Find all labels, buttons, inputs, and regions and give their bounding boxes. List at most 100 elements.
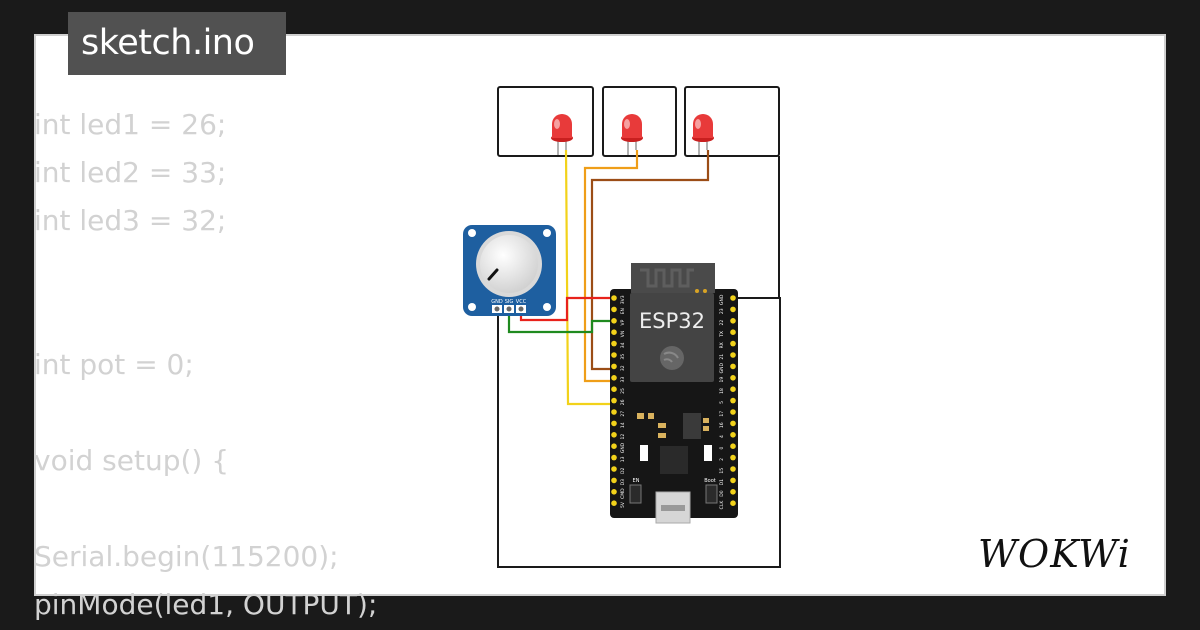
right-header-pin[interactable] (730, 500, 736, 507)
right-header-pin[interactable] (730, 363, 736, 370)
left-pin-label: 34 (620, 342, 626, 348)
left-header-pin[interactable] (611, 363, 617, 370)
potentiometer[interactable]: GND SIG VCC (463, 225, 556, 316)
led-2[interactable] (621, 114, 643, 155)
left-header-pin[interactable] (611, 454, 617, 461)
right-pin-label: 17 (719, 411, 725, 417)
right-pin-label: GND (719, 363, 725, 374)
right-pin-label: 5 (719, 401, 725, 404)
led-1[interactable] (551, 114, 573, 155)
right-pin-label: 15 (719, 468, 725, 474)
wokwi-logo-text: WOKWi (978, 532, 1131, 576)
espressif-logo-icon (660, 346, 684, 370)
left-header-pin[interactable] (611, 489, 617, 495)
right-header-pin[interactable] (730, 295, 736, 301)
en-button[interactable] (629, 484, 642, 504)
right-pin-label: 0 (719, 446, 725, 449)
left-pin-label: CMD (620, 488, 626, 499)
left-pin-label: 14 (620, 422, 626, 428)
left-pin-label: 5V (620, 501, 626, 508)
left-header-pin[interactable] (611, 466, 617, 472)
right-pin-label: GND (719, 294, 725, 305)
en-button-label: EN (633, 478, 640, 484)
left-header-pin[interactable] (611, 477, 617, 484)
right-header-pin[interactable] (730, 477, 736, 484)
pot-pin-label: VCC (516, 299, 527, 305)
left-pin-label: 25 (620, 388, 626, 394)
left-header-pin[interactable] (611, 443, 617, 450)
right-pin-label: 22 (719, 320, 725, 326)
esp32-board[interactable]: ESP32 EN Boot 3V3ENVPVN34353233252627141… (610, 263, 738, 524)
left-header-pin[interactable] (611, 409, 617, 415)
left-pin-label: 12 (620, 434, 626, 440)
right-header-pin[interactable] (730, 466, 736, 472)
right-header-pin[interactable] (730, 386, 736, 393)
left-pin-label: 32 (620, 365, 626, 371)
left-pin-label: 26 (620, 399, 626, 405)
right-header-pin[interactable] (730, 375, 736, 381)
wokwi-logo: WOKWi (978, 532, 1131, 576)
right-header-pin[interactable] (730, 420, 736, 427)
left-header-pin[interactable] (611, 375, 617, 381)
wire-brown (590, 150, 710, 371)
wire-black (497, 86, 781, 568)
left-header-pin[interactable] (611, 340, 617, 347)
left-header-pin[interactable] (611, 306, 617, 313)
right-header-pin[interactable] (730, 443, 736, 450)
left-pin-label: 3V3 (620, 295, 626, 304)
left-header-pin[interactable] (611, 318, 617, 324)
code-line: int led2 = 33; (34, 156, 227, 189)
wire-orange (583, 150, 639, 383)
right-pin-label: 4 (719, 435, 725, 438)
left-header-pin[interactable] (611, 432, 617, 438)
file-name-tab[interactable]: sketch.ino (68, 12, 286, 75)
right-header-pin[interactable] (730, 318, 736, 324)
right-header-pin[interactable] (730, 489, 736, 495)
left-pin-label: 35 (620, 354, 626, 360)
right-header-pin[interactable] (730, 329, 736, 336)
right-header-pin[interactable] (730, 340, 736, 347)
left-pin-label: D2 (620, 467, 626, 473)
right-header-pin[interactable] (730, 409, 736, 415)
right-header-pin[interactable] (730, 397, 736, 404)
board-label: ESP32 (639, 309, 705, 333)
left-pin-label: D3 (620, 479, 626, 485)
wire-yellow (564, 149, 614, 406)
left-pin-label: 27 (620, 411, 626, 417)
right-header-pin[interactable] (730, 352, 736, 358)
left-header-pin[interactable] (611, 329, 617, 336)
code-line: Serial.begin(115200); (34, 540, 339, 573)
left-header-pin[interactable] (611, 352, 617, 358)
preview-card (34, 34, 1166, 596)
pot-pin-label: SIG (505, 299, 514, 305)
right-pin-label: 2 (719, 458, 725, 461)
right-header-pin[interactable] (730, 454, 736, 461)
pot-pin-label: GND (491, 299, 503, 305)
right-pin-label: 16 (719, 422, 725, 428)
left-header-pin[interactable] (611, 386, 617, 393)
code-line: void setup() { (34, 444, 230, 477)
right-pin-label: TX (719, 331, 725, 338)
right-header-pin[interactable] (730, 306, 736, 313)
led-3[interactable] (692, 114, 714, 155)
boot-button-label: Boot (704, 478, 716, 484)
right-header-pin[interactable] (730, 432, 736, 438)
code-line: pinMode(led1, OUTPUT); (34, 588, 378, 621)
left-pin-label: VN (620, 331, 626, 337)
left-pin-label: VP (620, 319, 626, 325)
left-header-pin[interactable] (611, 295, 617, 301)
right-pin-label: D1 (719, 479, 725, 485)
left-pin-label: GND (620, 442, 626, 453)
left-pin-label: 13 (620, 456, 626, 462)
right-pin-label: D0 (719, 490, 725, 496)
boot-button[interactable] (705, 484, 718, 504)
left-header-pin[interactable] (611, 500, 617, 507)
code-line: int pot = 0; (34, 348, 194, 381)
left-pin-label: 33 (620, 377, 626, 383)
left-header-pin[interactable] (611, 420, 617, 427)
left-header-pin[interactable] (611, 397, 617, 404)
right-pin-label: 23 (719, 308, 725, 314)
right-pin-label: 21 (719, 354, 725, 360)
code-line: int led1 = 26; (34, 108, 227, 141)
